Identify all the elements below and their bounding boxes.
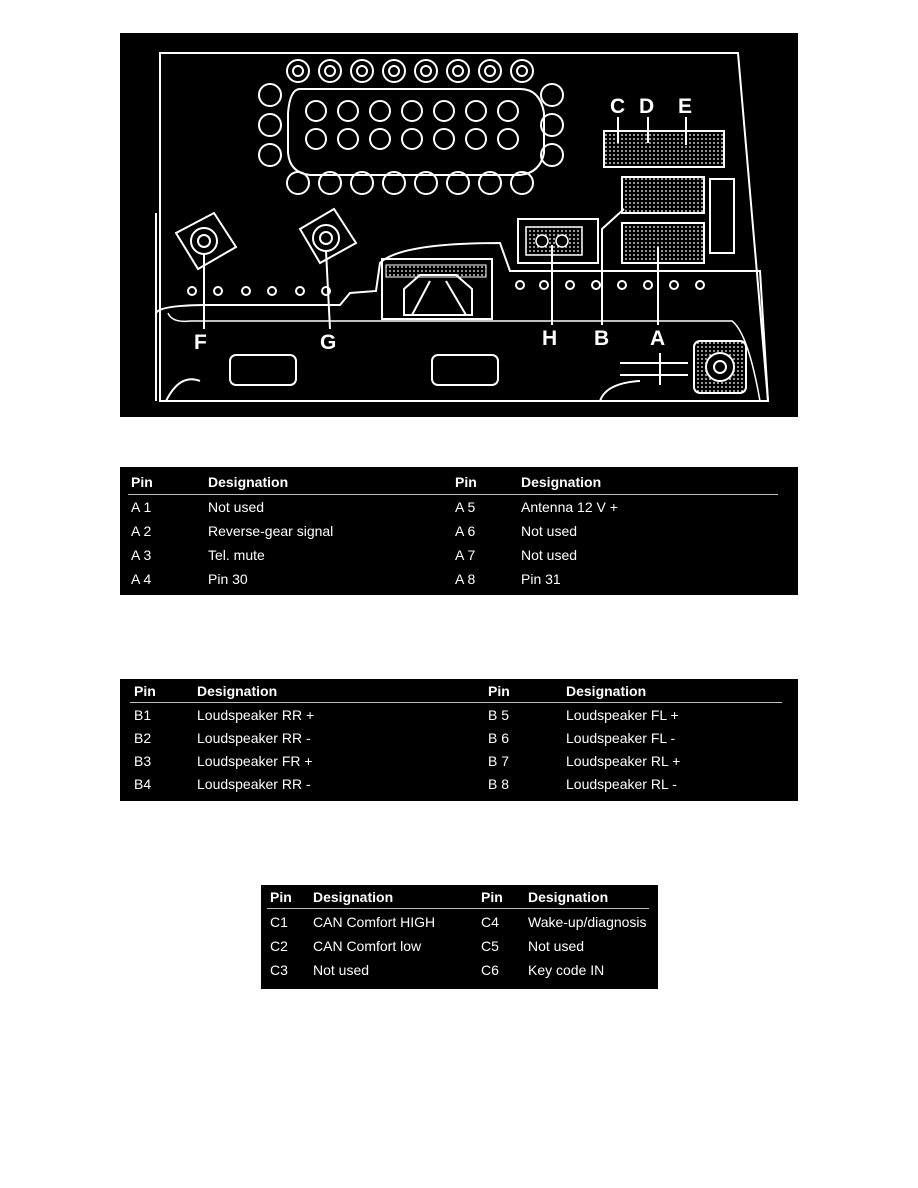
- column-header-pin: Pin: [488, 683, 510, 699]
- table-cell: Pin 30: [208, 571, 248, 587]
- callout-e: E: [678, 95, 692, 118]
- column-header-designation: Designation: [528, 889, 609, 905]
- table-cell: C6: [481, 962, 499, 978]
- pin-table-a: Pin Designation Pin Designation A 1 Not …: [120, 467, 798, 595]
- connector-diagram: C D E F G H B A: [120, 33, 798, 417]
- table-cell: Loudspeaker RR -: [197, 730, 311, 746]
- table-cell: Wake-up/diagnosis: [528, 914, 647, 930]
- table-cell: C4: [481, 914, 499, 930]
- table-cell: B2: [134, 730, 152, 746]
- header-rule: [128, 494, 778, 495]
- column-header-pin: Pin: [270, 889, 292, 905]
- table-cell: Antenna 12 V +: [521, 499, 618, 515]
- column-header-pin: Pin: [455, 474, 477, 490]
- table-cell: Loudspeaker RR +: [197, 707, 315, 723]
- table-cell: B 7: [488, 753, 510, 769]
- column-header-pin: Pin: [134, 683, 156, 699]
- callout-g: G: [320, 331, 336, 354]
- column-header-designation: Designation: [521, 474, 602, 490]
- callout-c: C: [610, 95, 625, 118]
- table-cell: Loudspeaker RR -: [197, 776, 311, 792]
- table-cell: Key code IN: [528, 962, 605, 978]
- table-cell: Not used: [208, 499, 265, 515]
- table-cell: C3: [270, 962, 288, 978]
- table-cell: A 3: [131, 547, 152, 563]
- table-cell: B 8: [488, 776, 510, 792]
- column-header-designation: Designation: [208, 474, 289, 490]
- table-cell: C5: [481, 938, 499, 954]
- column-header-designation: Designation: [313, 889, 394, 905]
- table-cell: Not used: [521, 547, 578, 563]
- pin-table-b: Pin Designation Pin Designation B1 Louds…: [120, 679, 798, 801]
- table-cell: A 7: [455, 547, 476, 563]
- table-cell: Not used: [528, 938, 585, 954]
- column-header-designation: Designation: [197, 683, 278, 699]
- table-cell: A 6: [455, 523, 476, 539]
- callout-d: D: [639, 95, 654, 118]
- callout-a: A: [650, 327, 665, 350]
- table-cell: B4: [134, 776, 152, 792]
- table-cell: Not used: [313, 962, 370, 978]
- round-pin-side: [258, 83, 564, 167]
- table-cell: Not used: [521, 523, 578, 539]
- round-pin-row-top: [286, 59, 534, 83]
- pin-table-c: Pin Designation Pin Designation C1 CAN C…: [261, 885, 658, 989]
- table-cell: Reverse-gear signal: [208, 523, 334, 539]
- table-cell: CAN Comfort HIGH: [313, 914, 436, 930]
- table-cell: Loudspeaker FL +: [566, 707, 679, 723]
- table-cell: Loudspeaker FL -: [566, 730, 676, 746]
- connector-a: [621, 222, 705, 264]
- table-cell: Loudspeaker RL +: [566, 753, 681, 769]
- table-cell: Loudspeaker RL -: [566, 776, 677, 792]
- round-pin-grid: [305, 100, 519, 150]
- connector-h: [525, 226, 583, 256]
- table-cell: B 5: [488, 707, 510, 723]
- callout-h: H: [542, 327, 557, 350]
- table-cell: B3: [134, 753, 152, 769]
- table-cell: A 1: [131, 499, 152, 515]
- table-cell: C2: [270, 938, 288, 954]
- table-cell: A 4: [131, 571, 152, 587]
- table-cell: C1: [270, 914, 288, 930]
- table-cell: A 2: [131, 523, 152, 539]
- connector-drawing: C D E F G H B A: [155, 52, 770, 402]
- connector-b: [621, 176, 705, 214]
- connector-cde: [603, 130, 725, 168]
- table-cell: B 6: [488, 730, 510, 746]
- column-header-designation: Designation: [566, 683, 647, 699]
- column-header-pin: Pin: [131, 474, 153, 490]
- table-cell: Loudspeaker FR +: [197, 753, 313, 769]
- header-rule: [130, 702, 782, 703]
- round-pin-row-bottom: [286, 171, 534, 195]
- header-rule: [267, 908, 649, 909]
- table-cell: Pin 31: [521, 571, 561, 587]
- table-cell: A 8: [455, 571, 476, 587]
- table-cell: A 5: [455, 499, 476, 515]
- callout-f: F: [194, 331, 207, 354]
- table-cell: Tel. mute: [208, 547, 265, 563]
- column-header-pin: Pin: [481, 889, 503, 905]
- callout-b: B: [594, 327, 609, 350]
- table-cell: B1: [134, 707, 152, 723]
- table-cell: CAN Comfort low: [313, 938, 422, 954]
